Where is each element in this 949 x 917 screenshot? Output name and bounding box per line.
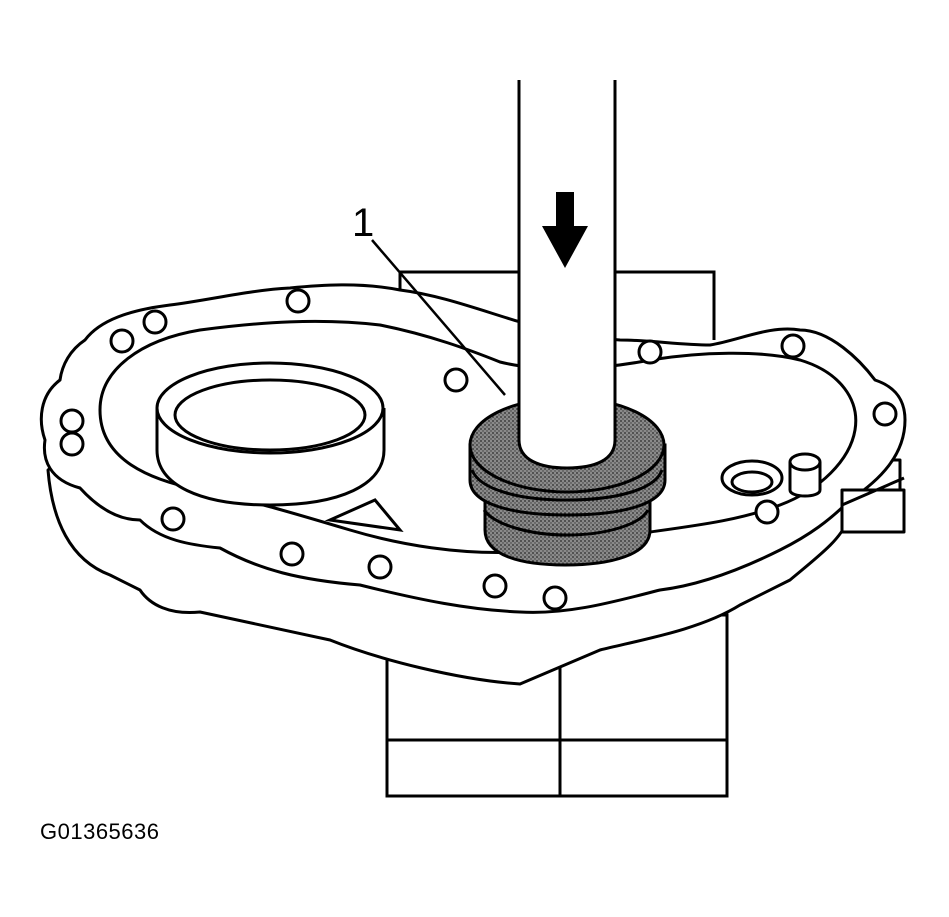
figure-id: G01365636: [40, 819, 160, 844]
callout-1: 1: [352, 201, 506, 396]
port-and-dowel: [720, 452, 822, 498]
bearing-bore: [155, 361, 386, 507]
down-arrow-icon: [542, 192, 588, 268]
installer-tool: [517, 80, 617, 470]
web-opening: [324, 498, 404, 533]
callout-label: 1: [352, 201, 374, 245]
bolt-holes: [59, 288, 898, 611]
